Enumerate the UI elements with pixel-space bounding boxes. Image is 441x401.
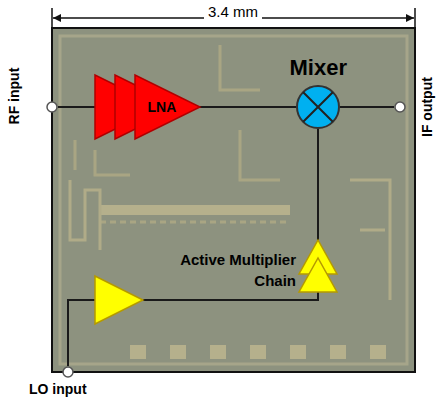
chip-pad [170, 345, 186, 359]
node-shape [46, 101, 58, 113]
node-shape [299, 240, 337, 292]
chip-pad [290, 345, 306, 359]
signal-wire [58, 106, 95, 108]
multiplier-triangle [299, 258, 337, 292]
node-shape [62, 366, 74, 378]
mixer-circle [297, 86, 339, 128]
dimension-arrowhead [53, 14, 61, 22]
block-label: Active Multiplier Chain [156, 249, 296, 291]
chip-pad [370, 345, 386, 359]
chip-trace [350, 180, 390, 300]
lo-amplifier-symbol [95, 276, 143, 324]
port-label: LO input [29, 381, 87, 397]
block-label: LNA [148, 99, 177, 115]
chip-pad [250, 345, 266, 359]
chip-die [52, 28, 415, 372]
port-circle [47, 102, 57, 112]
port: IF output [394, 101, 406, 113]
port-circle [395, 102, 405, 112]
node-shape [394, 101, 406, 113]
chip-trace [100, 221, 290, 224]
signal-wire [200, 106, 296, 108]
chip-pad [330, 345, 346, 359]
port-circle [63, 367, 73, 377]
block-label: Mixer [290, 55, 347, 80]
dimension-tick [414, 8, 416, 28]
chip-trace [60, 36, 407, 364]
chip-border [52, 28, 415, 372]
port: LO input [62, 366, 74, 378]
signal-wire [317, 129, 319, 240]
chip-trace [220, 45, 280, 180]
mixer-block: Mixer [296, 85, 340, 129]
signal-wire [340, 106, 394, 108]
chip-pad [210, 345, 226, 359]
dimension-label: 3.4 mm [204, 3, 262, 20]
dimension-tick [51, 8, 53, 28]
node-shape [296, 85, 340, 129]
port: RF input [46, 101, 58, 113]
amplifier-block: LNA [95, 75, 200, 139]
multiplier-block: Active Multiplier Chain [299, 240, 337, 292]
port-label: RF input [6, 68, 22, 125]
dimension-arrowhead [406, 14, 414, 22]
chip-pad [130, 345, 146, 359]
mixer-cross [303, 92, 333, 122]
amplifier-triangle [135, 75, 200, 139]
chip-trace [75, 140, 130, 175]
port-label: IF output [419, 77, 435, 137]
chip-trace [100, 205, 290, 215]
chip-trace [70, 180, 100, 250]
